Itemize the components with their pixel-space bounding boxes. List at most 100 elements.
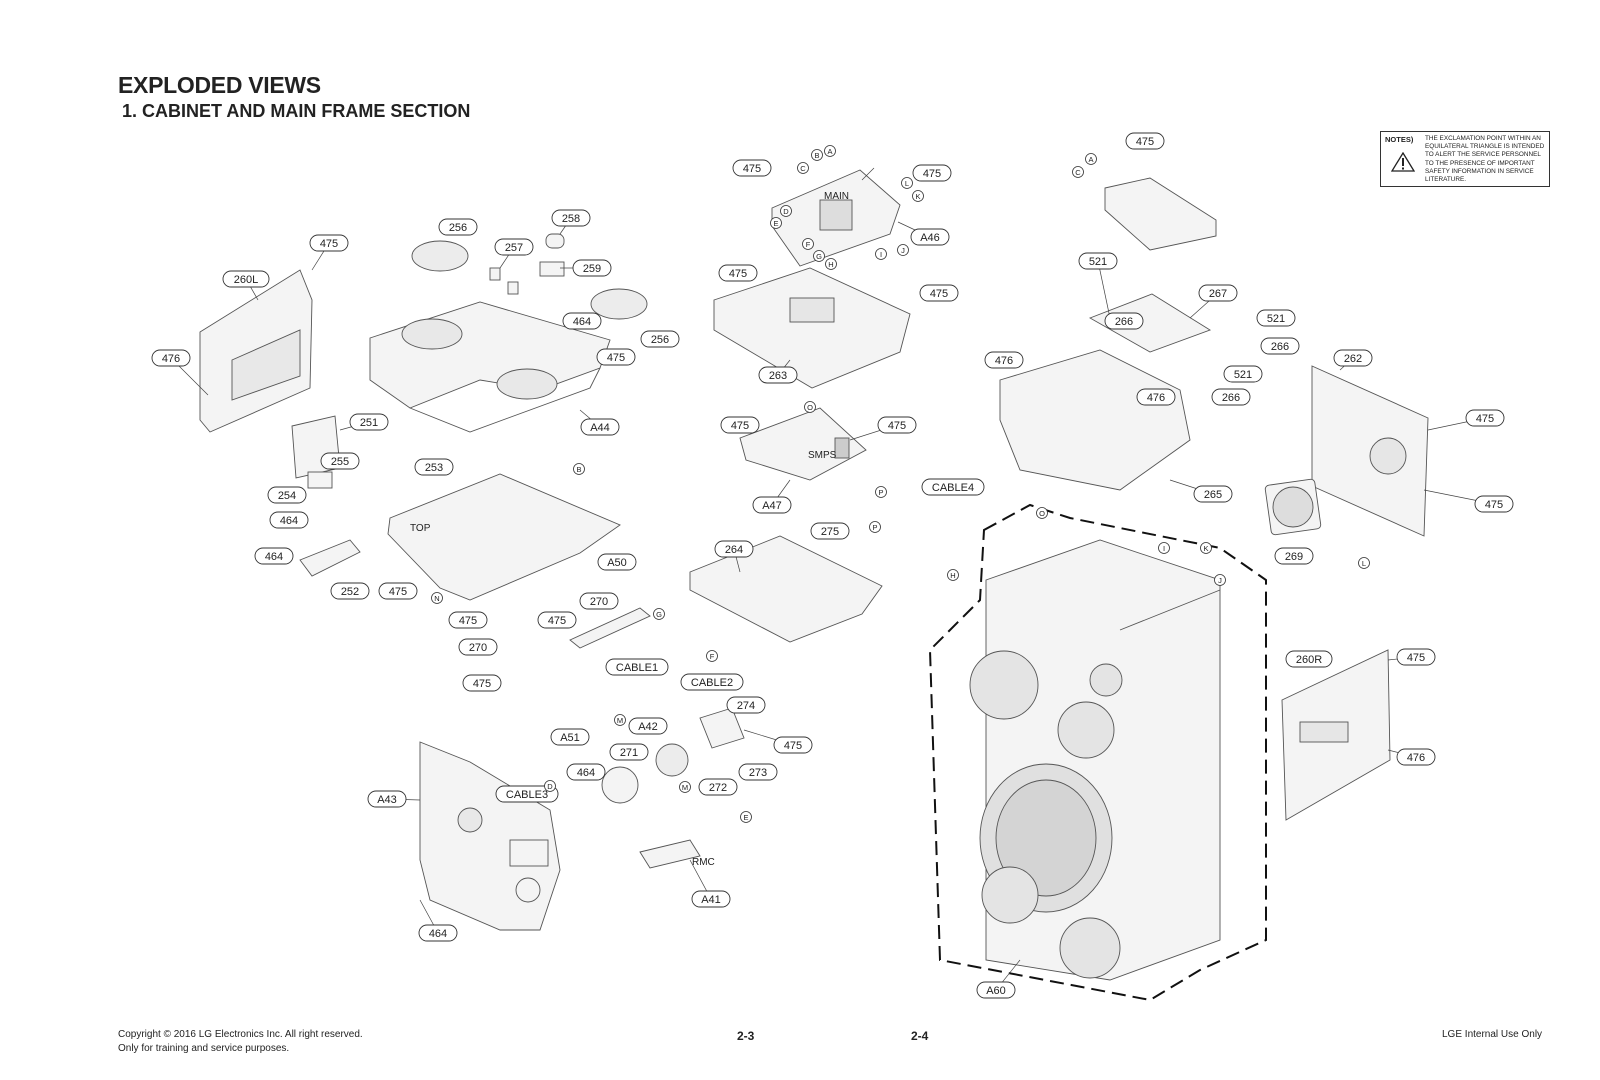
callout-text: CABLE4 bbox=[932, 482, 974, 494]
page-title: EXPLODED VIEWS bbox=[118, 72, 321, 98]
callout-a42: A42 bbox=[628, 717, 668, 735]
connector-d: D bbox=[780, 205, 792, 217]
callout-text: 266 bbox=[1115, 316, 1133, 328]
callout-252: 252 bbox=[330, 582, 370, 600]
callout-251: 251 bbox=[349, 413, 389, 431]
callout-256: 256 bbox=[640, 330, 680, 348]
page-number-left: 2-3 bbox=[737, 1029, 755, 1043]
callout-text: A50 bbox=[607, 557, 627, 569]
callout-text: CABLE2 bbox=[691, 677, 733, 689]
connector-l: L bbox=[901, 177, 913, 189]
callout-a46: A46 bbox=[910, 228, 950, 246]
callout-521: 521 bbox=[1078, 252, 1118, 270]
callout-text: 264 bbox=[725, 544, 743, 556]
connector-k: K bbox=[912, 190, 924, 202]
callout-cable3: CABLE3 bbox=[495, 785, 559, 803]
notes-label: NOTES) bbox=[1385, 135, 1414, 144]
callout-text: 464 bbox=[573, 316, 591, 328]
callout-255: 255 bbox=[320, 452, 360, 470]
connector-text: F bbox=[806, 240, 811, 249]
connector-text: F bbox=[710, 652, 715, 661]
connector-b: B bbox=[573, 463, 585, 475]
callout-text: 273 bbox=[749, 767, 767, 779]
callout-475: 475 bbox=[448, 611, 488, 629]
connector-text: A bbox=[827, 147, 832, 156]
connector-text: G bbox=[816, 252, 822, 261]
callout-text: 251 bbox=[360, 417, 378, 429]
connector-text: N bbox=[434, 594, 439, 603]
callout-text: 253 bbox=[425, 462, 443, 474]
callout-text: A47 bbox=[762, 500, 782, 512]
connector-g: G bbox=[653, 608, 665, 620]
callout-464: 464 bbox=[254, 547, 294, 565]
connector-j: J bbox=[897, 244, 909, 256]
copyright-text: Copyright © 2016 LG Electronics Inc. All… bbox=[118, 1029, 363, 1040]
connector-text: M bbox=[682, 783, 688, 792]
connector-e: E bbox=[740, 811, 752, 823]
connector-l: L bbox=[1358, 557, 1370, 569]
safety-note-box: NOTES) THE EXCLAMATION POINT WITHIN AN E… bbox=[1380, 131, 1550, 187]
callout-text: 275 bbox=[821, 526, 839, 538]
a60-dashed-boundary bbox=[928, 503, 1267, 1002]
callout-265: 265 bbox=[1193, 485, 1233, 503]
connector-a: A bbox=[824, 145, 836, 157]
connector-text: H bbox=[828, 260, 833, 269]
callout-273: 273 bbox=[738, 763, 778, 781]
connector-text: J bbox=[1218, 576, 1222, 585]
notes-text: THE EXCLAMATION POINT WITHIN AN EQUILATE… bbox=[1425, 135, 1545, 184]
callout-text: 475 bbox=[923, 168, 941, 180]
callout-text: 270 bbox=[469, 642, 487, 654]
connector-text: H bbox=[950, 571, 955, 580]
callout-258: 258 bbox=[551, 209, 591, 227]
connector-text: K bbox=[915, 192, 920, 201]
callout-text: 271 bbox=[620, 747, 638, 759]
callout-text: 521 bbox=[1267, 313, 1285, 325]
callout-text: CABLE1 bbox=[616, 662, 658, 674]
callout-521: 521 bbox=[1223, 365, 1263, 383]
connector-f: F bbox=[802, 238, 814, 250]
connector-p: P bbox=[869, 521, 881, 533]
callout-text: 259 bbox=[583, 263, 601, 275]
callout-text: 475 bbox=[731, 420, 749, 432]
callout-text: 464 bbox=[265, 551, 283, 563]
board-label-main: MAIN bbox=[824, 191, 849, 202]
connector-text: E bbox=[773, 219, 778, 228]
part-drawings bbox=[199, 169, 1429, 981]
callout-475: 475 bbox=[309, 234, 349, 252]
callout-a44: A44 bbox=[580, 418, 620, 436]
callout-text: 521 bbox=[1234, 369, 1252, 381]
connector-c: C bbox=[1072, 166, 1084, 178]
connector-g: G bbox=[813, 250, 825, 262]
callout-475: 475 bbox=[1474, 495, 1514, 513]
connector-h: H bbox=[947, 569, 959, 581]
callout-bubbles: 475256258257259260L476464256475A44251255… bbox=[151, 132, 1514, 999]
callout-475: 475 bbox=[718, 264, 758, 282]
connector-text: A bbox=[1088, 155, 1093, 164]
connector-text: C bbox=[1075, 168, 1081, 177]
callout-text: 266 bbox=[1271, 341, 1289, 353]
callout-text: A51 bbox=[560, 732, 580, 744]
callout-text: 254 bbox=[278, 490, 296, 502]
callout-256: 256 bbox=[438, 218, 478, 236]
callout-521: 521 bbox=[1256, 309, 1296, 327]
callout-476: 476 bbox=[984, 351, 1024, 369]
callout-271: 271 bbox=[609, 743, 649, 761]
callout-a50: A50 bbox=[597, 553, 637, 571]
callout-text: 464 bbox=[429, 928, 447, 940]
connector-a: A bbox=[1085, 153, 1097, 165]
connector-m: M bbox=[679, 781, 691, 793]
callout-text: 257 bbox=[505, 242, 523, 254]
callout-475: 475 bbox=[732, 159, 772, 177]
callout-text: 258 bbox=[562, 213, 580, 225]
connector-c: C bbox=[797, 162, 809, 174]
connector-h: H bbox=[825, 258, 837, 270]
callout-475: 475 bbox=[596, 348, 636, 366]
connector-text: E bbox=[743, 813, 748, 822]
callout-text: 475 bbox=[607, 352, 625, 364]
connector-k: K bbox=[1200, 542, 1212, 554]
callout-475: 475 bbox=[378, 582, 418, 600]
callout-464: 464 bbox=[562, 312, 602, 330]
